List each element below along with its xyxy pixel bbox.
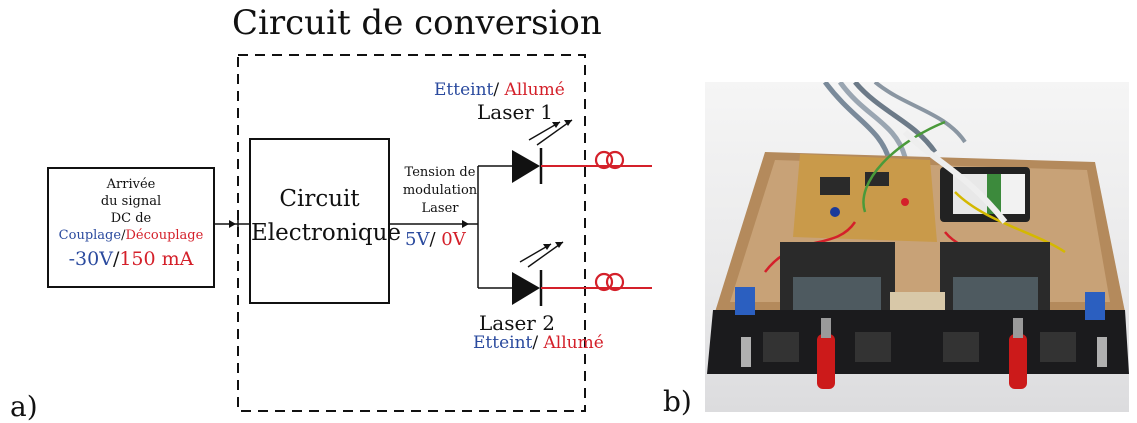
decoupling-text: Découplage	[125, 228, 204, 243]
panel-label-b: b)	[663, 385, 692, 418]
output-arrow	[462, 220, 469, 228]
laser1-on: Allumé	[499, 80, 565, 100]
laser2-slash: /	[532, 333, 539, 353]
electronics-box: Circuit Electronique	[249, 138, 402, 304]
modulation-line3: Laser	[421, 201, 459, 216]
input-coupling-line: Couplage/Découplage	[49, 228, 213, 243]
laser-diode-1	[512, 119, 652, 184]
laser2-state: Etteint/ Allumé	[473, 335, 604, 352]
input-line3: DC de	[110, 211, 152, 226]
input-current: 150 mA	[119, 248, 194, 270]
values-slash: /	[112, 248, 120, 270]
device-photo-illustration	[707, 82, 1129, 389]
circuit-diagram	[215, 54, 652, 412]
electronics-line1: Circuit	[279, 186, 360, 212]
conversion-enclosure	[237, 54, 586, 412]
device-photo	[705, 82, 1129, 412]
voltage-slash: /	[429, 229, 436, 250]
laser1-slash: /	[493, 80, 500, 100]
modulation-voltage: 5V/ 0V	[405, 231, 466, 249]
modulation-line1: Tension de	[404, 165, 476, 180]
input-values-line: -30V/150 mA	[49, 248, 213, 270]
electronics-line2: Electronique	[251, 220, 402, 246]
input-arrow	[229, 220, 236, 228]
voltage-off: 0V	[435, 229, 466, 250]
laser1-off: Etteint	[434, 80, 494, 100]
coupling-slash: /	[121, 228, 126, 243]
laser1-name: Laser 1	[477, 100, 553, 124]
input-line2: du signal	[100, 194, 162, 209]
laser2-on: Allumé	[538, 333, 604, 353]
voltage-on: 5V	[405, 229, 430, 250]
laser1-state: Etteint/ Allumé	[434, 82, 565, 99]
laser2-name: Laser 2	[479, 311, 555, 335]
laser-diode-2	[512, 241, 652, 306]
diagram-title: Circuit de conversion	[232, 3, 602, 43]
panel-label-a: a)	[10, 390, 38, 423]
laser2-off: Etteint	[473, 333, 533, 353]
fiber-coil-1	[594, 150, 625, 170]
input-signal-box: Arrivée du signal DC de Couplage/Découpl…	[47, 167, 215, 288]
fiber-coil-2	[594, 272, 625, 292]
input-voltage: -30V	[68, 248, 113, 270]
coupling-text: Couplage	[58, 228, 122, 243]
input-line1: Arrivée	[106, 177, 156, 192]
modulation-line2: modulation	[402, 183, 478, 198]
